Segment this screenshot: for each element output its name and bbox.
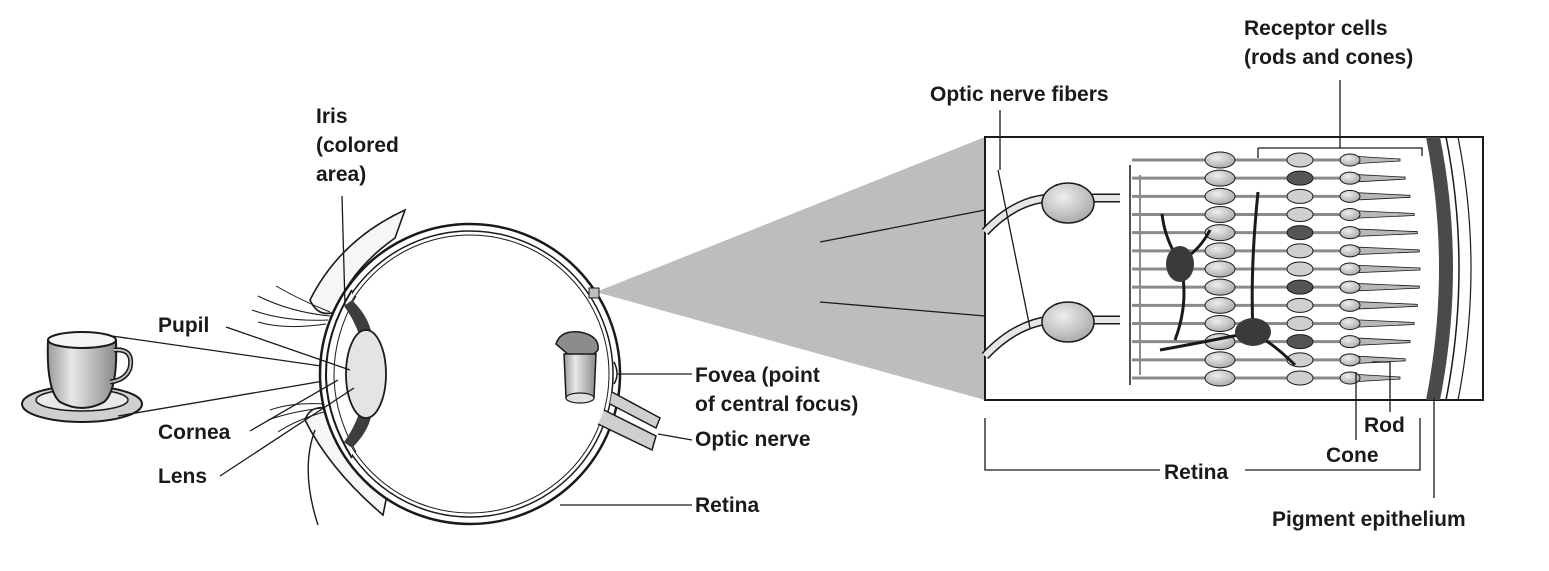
label-rod: Rod [1364,414,1405,437]
label-iris-line-2: (colored [316,134,399,157]
bipolar-cell [1204,242,1236,260]
label-fovea-line-1: Fovea (point [695,364,820,387]
teacup-icon [21,331,143,423]
label-receptor-cells: Receptor cells (rods and cones) [1244,14,1413,72]
label-cone: Cone [1326,444,1379,467]
cone-cell-body [1286,279,1314,295]
receptor-inner-segment [1339,262,1361,276]
bipolar-cell [1204,296,1236,314]
cone-cell-body [1286,170,1314,186]
rod-cell-body [1286,207,1314,222]
retinal-image [555,331,599,404]
receptor-inner-segment [1339,244,1361,258]
rod-cell-body [1286,316,1314,331]
bipolar-cell [1204,278,1236,296]
receptor-inner-segment [1339,171,1361,185]
receptor-inner-segment [1339,298,1361,312]
rod-cell-body [1286,370,1314,386]
label-cornea: Cornea [158,421,231,444]
bipolar-cell [1204,315,1236,332]
cheek-outline [307,429,319,526]
leader-lines [219,80,1435,506]
magnification-wedge [596,137,985,400]
receptor-inner-segment [1339,335,1361,349]
bipolar-cell [1204,351,1236,369]
receptor-inner-segment [1339,353,1361,367]
rod-cell-body [1286,152,1314,168]
label-receptor-cells-line-1: Receptor cells [1244,17,1388,40]
bipolar-cell [1204,369,1236,387]
label-fovea: Fovea (point of central focus) [695,361,858,419]
eyeball-icon [318,222,661,526]
label-receptor-cells-line-2: (rods and cones) [1244,46,1414,69]
cone-cell-body [1286,334,1314,350]
bipolar-cell [1204,206,1236,223]
bipolar-cell [1204,260,1236,278]
label-iris-line-3: area) [316,163,367,186]
rod-cell-body [1286,188,1314,204]
rod-cell-body [1286,243,1314,259]
rod-cell-body [1286,261,1314,277]
receptor-inner-segment [1339,189,1361,203]
receptor-inner-segment [1339,226,1361,240]
label-pigment-epithelium: Pigment epithelium [1272,508,1466,531]
bipolar-cell [1204,151,1236,169]
cone-cell-body [1286,225,1314,241]
retina-cells-icon [819,136,1484,401]
label-pupil: Pupil [158,314,210,337]
receptor-inner-segment [1339,208,1361,221]
eyelashes [251,285,331,433]
label-lens: Lens [158,465,208,488]
label-iris-line-1: Iris [316,105,348,128]
bipolar-cell [1204,224,1236,242]
label-optic-nerve-fibers: Optic nerve fibers [930,83,1109,106]
rod-cell-body [1286,297,1314,313]
bipolar-cell [1204,169,1236,187]
bipolar-cell [1204,187,1236,205]
receptor-inner-segment [1339,280,1361,294]
label-optic-nerve: Optic nerve [695,428,811,451]
label-iris: Iris (colored area) [316,102,399,189]
receptor-inner-segment [1339,153,1361,167]
receptor-inner-segment [1339,317,1361,330]
label-retina-eye: Retina [695,494,760,517]
label-fovea-line-2: of central focus) [695,393,859,416]
receptor-inner-segment [1339,371,1361,385]
label-retina-detail: Retina [1164,461,1229,484]
